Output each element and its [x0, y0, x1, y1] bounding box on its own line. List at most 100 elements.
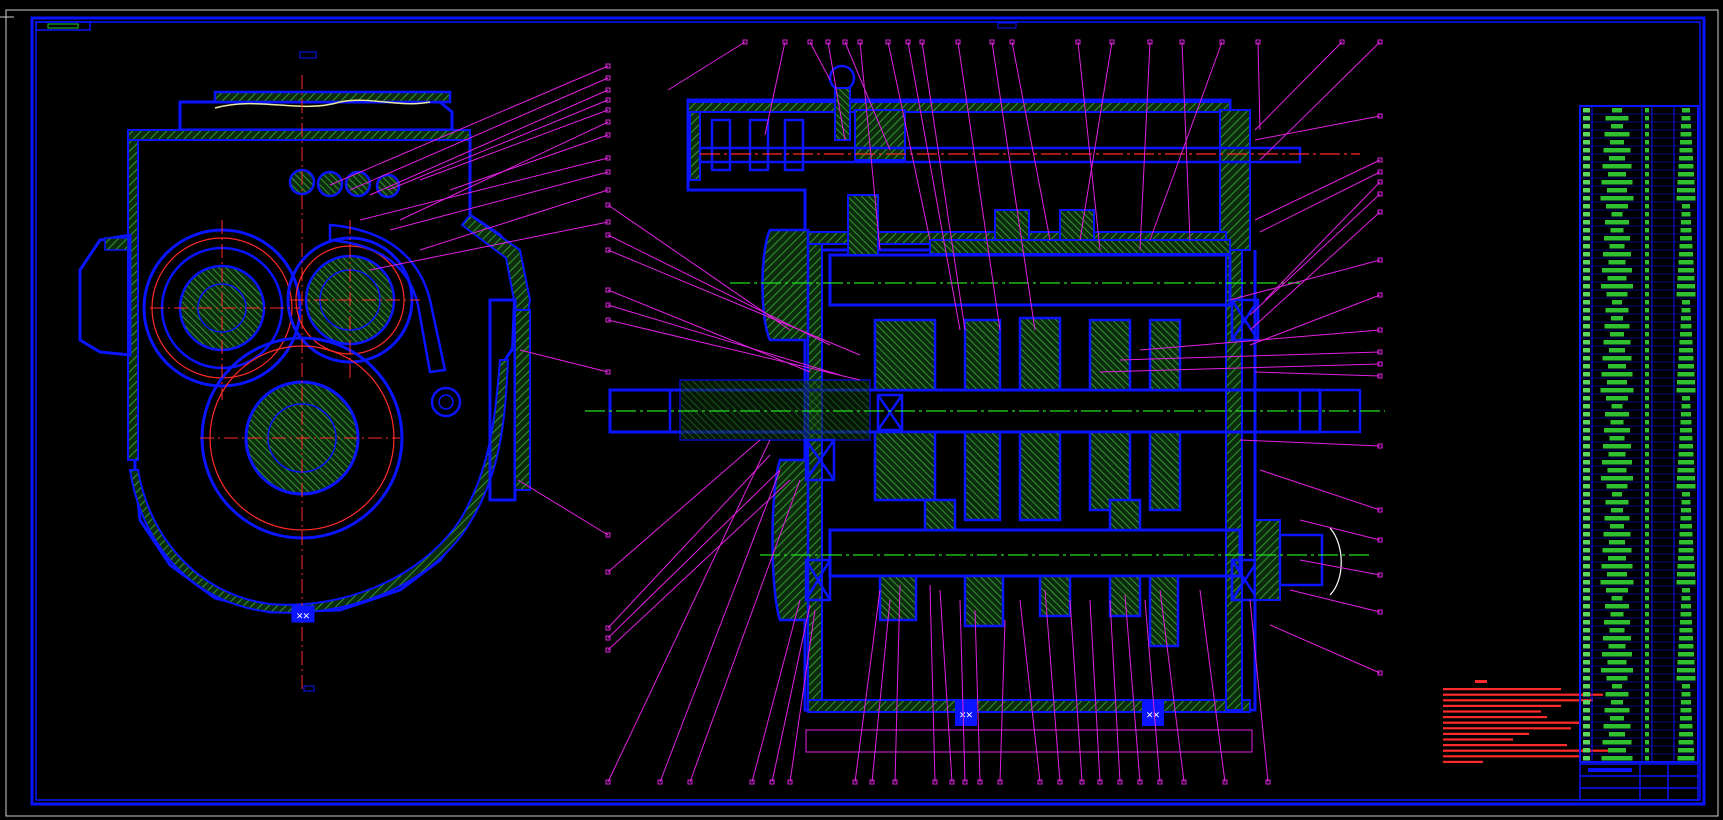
- parts-table-row-material: [1676, 580, 1696, 585]
- parts-table-row-number: [1583, 196, 1590, 201]
- leader-balloon-icon: [949, 779, 955, 785]
- parts-table-row-qty: [1645, 300, 1649, 305]
- leader-line: [894, 584, 901, 783]
- parts-table-row-qty: [1645, 500, 1649, 505]
- leader-balloon-icon: [605, 625, 611, 631]
- parts-table-row-qty: [1645, 356, 1649, 361]
- parts-table-row-number: [1583, 636, 1590, 641]
- leader-line: [607, 439, 761, 573]
- parts-table-row-number: [1583, 380, 1590, 385]
- parts-table-row-material: [1677, 476, 1695, 481]
- leader-line: [887, 41, 931, 241]
- parts-table-row-material: [1679, 244, 1693, 249]
- parts-table-row-qty: [1645, 164, 1649, 169]
- parts-table-row-qty: [1645, 468, 1649, 473]
- notes-line: [1443, 693, 1603, 696]
- leader-balloon-icon: [869, 779, 875, 785]
- parts-table-row-material: [1679, 724, 1693, 729]
- parts-table-row-qty: [1645, 676, 1649, 681]
- parts-table-row-number: [1583, 644, 1590, 649]
- parts-table-row-name: [1607, 468, 1627, 473]
- leader-balloon-icon: [1377, 349, 1383, 355]
- leader-line: [1249, 193, 1381, 316]
- parts-table-row-number: [1583, 284, 1590, 289]
- parts-table-row-name: [1603, 636, 1631, 641]
- parts-table-row-number: [1583, 500, 1590, 505]
- parts-table-row-number: [1583, 604, 1590, 609]
- leader-balloon-icon: [807, 39, 813, 45]
- parts-table-row-name: [1610, 228, 1624, 233]
- leader-line: [764, 41, 786, 136]
- parts-table-row-name: [1600, 196, 1634, 201]
- parts-table-row-material: [1680, 132, 1692, 137]
- parts-table-row-qty: [1645, 180, 1649, 185]
- parts-table-row-number: [1583, 172, 1590, 177]
- parts-table-row-material: [1679, 628, 1693, 633]
- leader-line: [1299, 519, 1381, 541]
- parts-table-row-number: [1583, 316, 1590, 321]
- parts-table-row-name: [1601, 372, 1633, 377]
- parts-table-row-number: [1583, 532, 1590, 537]
- leader-line: [389, 171, 609, 231]
- parts-table-row-number: [1583, 404, 1590, 409]
- parts-table-row-qty: [1645, 452, 1649, 457]
- parts-table-row-number: [1583, 700, 1590, 705]
- leader-balloon-icon: [1377, 113, 1383, 119]
- parts-table-row-qty: [1645, 692, 1649, 697]
- parts-table-row-material: [1679, 148, 1693, 153]
- parts-table-row-name: [1605, 692, 1629, 697]
- parts-table-row-material: [1679, 532, 1693, 537]
- parts-table-row-qty: [1645, 388, 1649, 393]
- parts-table-row-qty: [1645, 324, 1649, 329]
- parts-table-row-name: [1611, 404, 1623, 409]
- parts-table-row-material: [1678, 364, 1694, 369]
- parts-table-row-number: [1583, 204, 1590, 209]
- leader-balloon-icon: [997, 779, 1003, 785]
- parts-table-row-material: [1678, 740, 1694, 745]
- leader-balloon-icon: [605, 75, 611, 81]
- leader-line: [667, 41, 746, 91]
- parts-table-row-qty: [1645, 220, 1649, 225]
- leader-line: [1044, 589, 1061, 783]
- parts-table-row-number: [1583, 476, 1590, 481]
- parts-table-row-name: [1607, 380, 1627, 385]
- parts-table-row-qty: [1645, 308, 1649, 313]
- leader-balloon-icon: [605, 107, 611, 113]
- parts-table-row-number: [1583, 452, 1590, 457]
- parts-table-row-name: [1601, 284, 1633, 289]
- notes-line: [1443, 755, 1579, 758]
- leader-line: [1254, 371, 1381, 377]
- parts-table-row-number: [1583, 460, 1590, 465]
- leader-balloon-icon: [1255, 39, 1261, 45]
- leader-balloon-icon: [1137, 779, 1143, 785]
- leader-line: [1259, 41, 1381, 161]
- parts-table-row-qty: [1645, 276, 1649, 281]
- leader-balloon-icon: [1377, 169, 1383, 175]
- parts-table-row-name: [1608, 452, 1626, 457]
- parts-table-row-name: [1608, 260, 1626, 265]
- parts-table-row-qty: [1645, 516, 1649, 521]
- leader-balloon-icon: [905, 39, 911, 45]
- leader-line: [1254, 159, 1381, 221]
- leader-line: [659, 469, 781, 783]
- parts-table-row-number: [1583, 148, 1590, 153]
- parts-table-row-material: [1679, 444, 1693, 449]
- parts-table-row-material: [1676, 484, 1696, 489]
- parts-table-row-name: [1611, 508, 1623, 513]
- leader-balloon-icon: [842, 39, 848, 45]
- parts-table-row-material: [1678, 748, 1694, 753]
- parts-table-row-material: [1679, 348, 1693, 353]
- parts-table-row-name: [1606, 204, 1628, 209]
- notes-line: [1443, 721, 1579, 724]
- parts-table-row-number: [1583, 292, 1590, 297]
- leader-balloon-icon: [1377, 373, 1383, 379]
- parts-table-row-name: [1611, 212, 1623, 217]
- parts-table-row-qty: [1645, 652, 1649, 657]
- leader-balloon-icon: [989, 39, 995, 45]
- parts-table-row-material: [1677, 468, 1695, 473]
- parts-table-row-material: [1678, 260, 1694, 265]
- parts-table-row-qty: [1645, 172, 1649, 177]
- leader-balloon-icon: [605, 187, 611, 193]
- leader-line: [387, 99, 609, 191]
